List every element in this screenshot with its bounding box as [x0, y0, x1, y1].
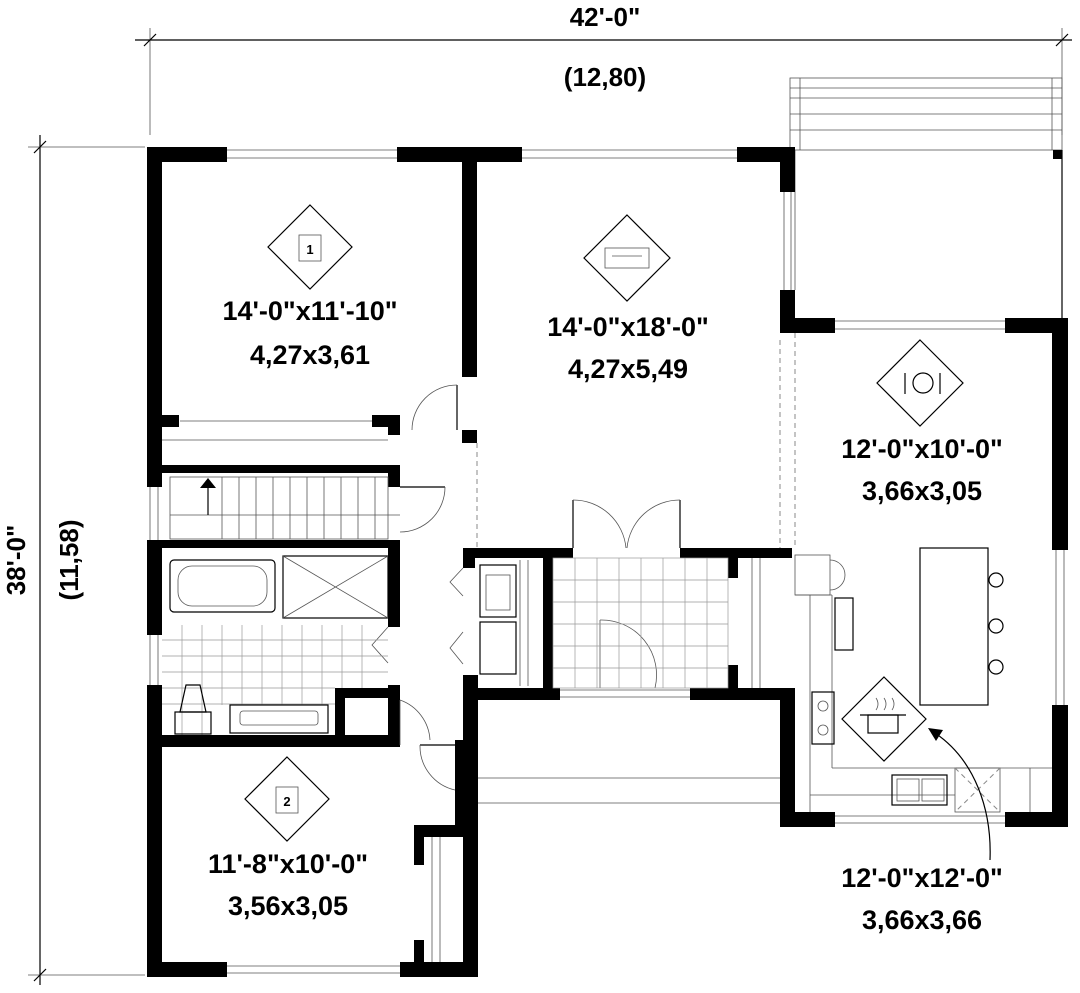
kitchen-fixtures	[794, 547, 1052, 813]
room-dividers	[476, 333, 796, 548]
closet-bedroom-1	[162, 420, 388, 441]
kitchen-size-imperial: 12'-0"x12'-0"	[841, 863, 1003, 893]
dining-room-size-imperial: 12'-0"x10'-0"	[841, 434, 1003, 464]
width-metric-label: (12,80)	[564, 62, 646, 92]
depth-imperial-label: 38'-0"	[1, 525, 31, 596]
bedroom-1-size-imperial: 14'-0"x11'-10"	[222, 296, 397, 326]
closet-bedroom-2	[431, 837, 441, 962]
laundry	[479, 560, 529, 686]
depth-dimension-line	[28, 135, 145, 985]
width-imperial-label: 42'-0"	[570, 2, 641, 32]
dining-room-size-metric: 3,66x3,05	[862, 476, 982, 506]
bathroom-tile-floor	[162, 625, 388, 735]
kitchen-label-arrow	[928, 728, 991, 861]
bedroom-1-size-metric: 4,27x3,61	[250, 340, 370, 370]
windows	[149, 149, 1065, 974]
exterior-walls	[147, 147, 1068, 977]
kitchen-size-metric: 3,66x3,66	[862, 905, 982, 935]
living-room-size-imperial: 14'-0"x18'-0"	[547, 312, 709, 342]
depth-metric-label: (11,58)	[54, 520, 84, 601]
svg-text:1: 1	[306, 242, 313, 257]
plate-cutlery-icon	[876, 339, 964, 427]
interior-walls	[147, 147, 795, 830]
bathroom	[162, 555, 389, 735]
staircase	[169, 476, 400, 540]
bedroom-2-size-metric: 3,56x3,05	[228, 891, 348, 921]
rear-deck	[789, 77, 1063, 320]
svg-text:2: 2	[283, 794, 290, 809]
bed-2-icon: 2	[244, 756, 330, 842]
sofa-icon	[583, 214, 671, 302]
bed-1-icon: 1	[267, 204, 353, 290]
bedroom-2-size-imperial: 11'-8"x10'-0"	[208, 849, 368, 879]
living-room-size-metric: 4,27x5,49	[568, 354, 688, 384]
doors	[371, 384, 681, 791]
cooking-pot-icon	[841, 676, 927, 762]
front-porch	[478, 777, 780, 804]
foyer-tile-floor	[552, 557, 761, 689]
